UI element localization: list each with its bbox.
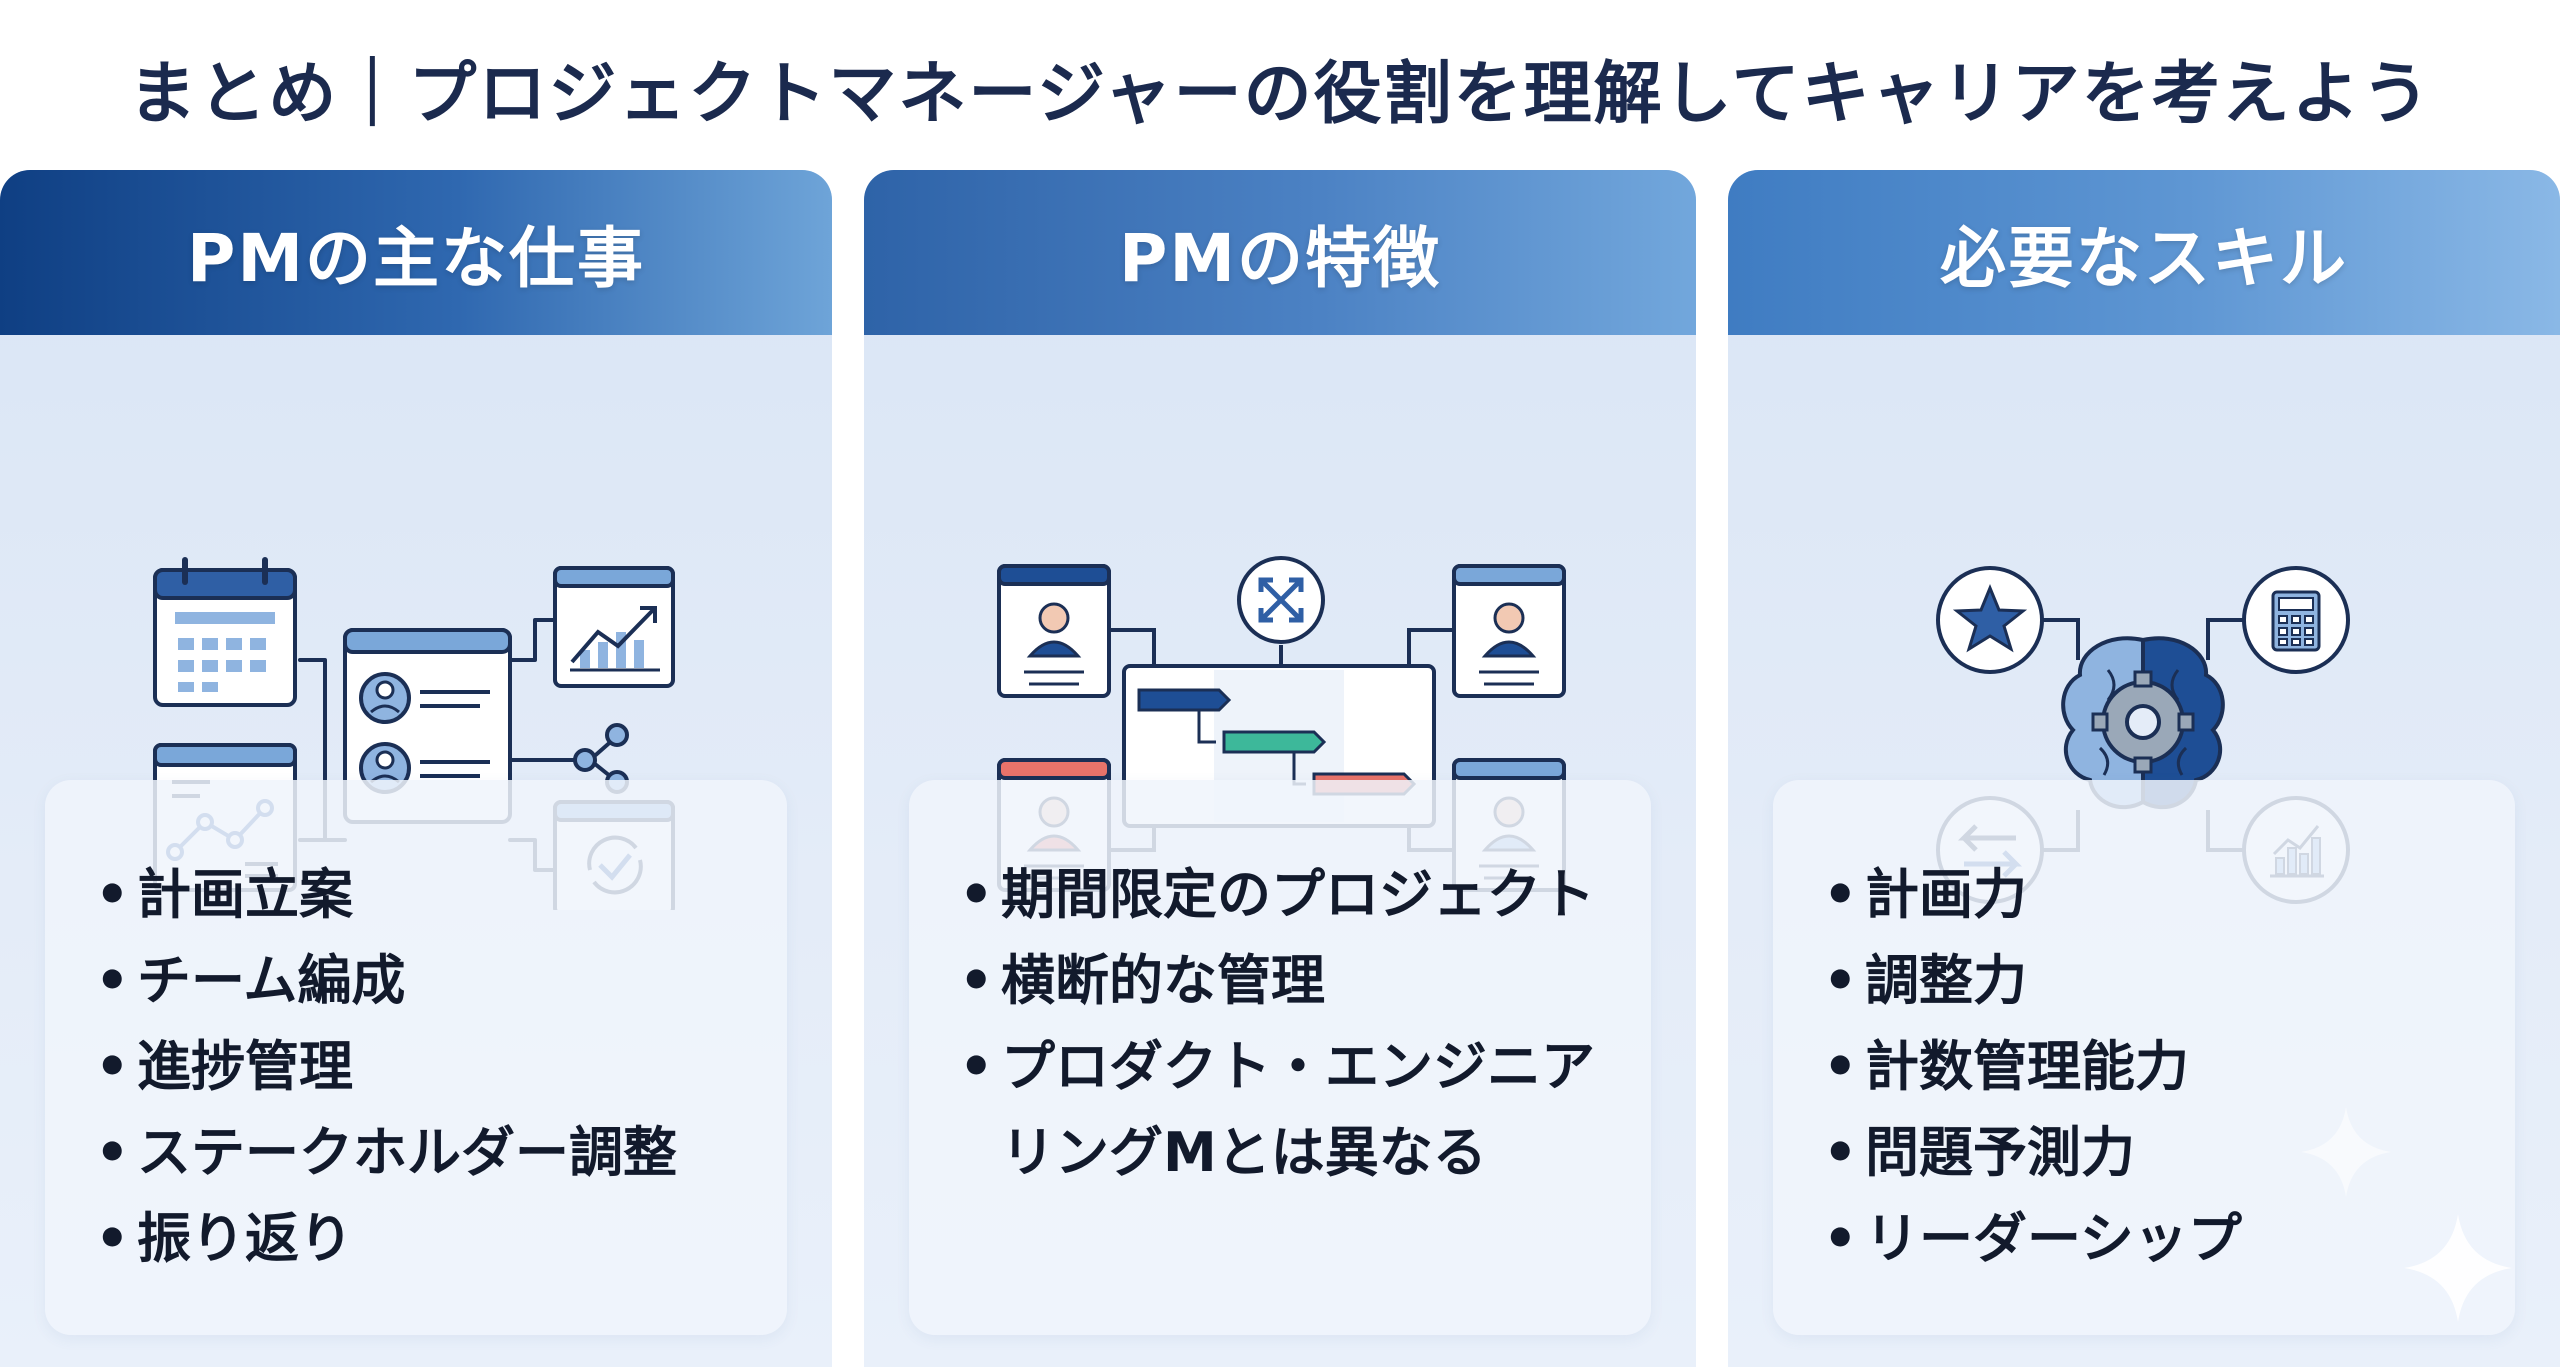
team-profile-icon [343, 628, 512, 824]
star-icon [1936, 566, 2044, 674]
calculator-icon [2242, 566, 2350, 674]
panel-heading: PMの特徴 [864, 170, 1696, 335]
panel-required-skills: 必要なスキル [1728, 170, 2560, 1367]
list-item: •リーダーシップ [1823, 1207, 2242, 1270]
pm-features-list: •期間限定のプロジェクト •横断的な管理 •プロダクト・エンジニアリングMとは異… [959, 852, 1641, 1196]
sparkle-icon [2301, 1107, 2391, 1197]
panel-heading: PMの主な仕事 [0, 170, 832, 335]
list-item: •振り返り [95, 1207, 353, 1270]
list-item: •チーム編成 [95, 949, 406, 1012]
list-item: •計画立案 [95, 863, 353, 926]
person-card-icon [997, 564, 1111, 698]
expand-arrows-icon [1237, 556, 1325, 644]
list-item: •進捗管理 [95, 1035, 353, 1098]
page-title: まとめ｜プロジェクトマネージャーの役割を理解してキャリアを考えよう [128, 55, 2432, 134]
list-card: •計画立案 •チーム編成 •進捗管理 •ステークホルダー調整 •振り返り [45, 780, 787, 1335]
list-card: •計画力 •調整力 •計数管理能力 •問題予測力 •リーダーシップ [1773, 780, 2515, 1335]
panel-pm-main-work: PMの主な仕事 [0, 170, 832, 1367]
growth-chart-icon [553, 566, 675, 688]
sparkle-icon [2404, 1214, 2512, 1322]
list-item: •横断的な管理 [959, 949, 1325, 1012]
list-item: •プロダクト・エンジニアリングMとは異なる [959, 1035, 1595, 1184]
list-item: •調整力 [1823, 949, 2027, 1012]
panel-pm-features: PMの特徴 [864, 170, 1696, 1367]
list-item: •計数管理能力 [1823, 1035, 2189, 1098]
person-card-icon [1452, 564, 1566, 698]
pm-work-list: •計画立案 •チーム編成 •進捗管理 •ステークホルダー調整 •振り返り [95, 852, 677, 1282]
list-item: •計画力 [1823, 863, 2027, 926]
list-item: •ステークホルダー調整 [95, 1121, 677, 1184]
list-item: •期間限定のプロジェクト [959, 863, 1595, 926]
list-card: •期間限定のプロジェクト •横断的な管理 •プロダクト・エンジニアリングMとは異… [909, 780, 1651, 1335]
brain-gear-icon [2061, 636, 2225, 810]
list-item: •問題予測力 [1823, 1121, 2135, 1184]
panel-heading: 必要なスキル [1728, 170, 2560, 335]
skills-list: •計画力 •調整力 •計数管理能力 •問題予測力 •リーダーシップ [1823, 852, 2242, 1282]
calendar-icon [153, 557, 297, 707]
